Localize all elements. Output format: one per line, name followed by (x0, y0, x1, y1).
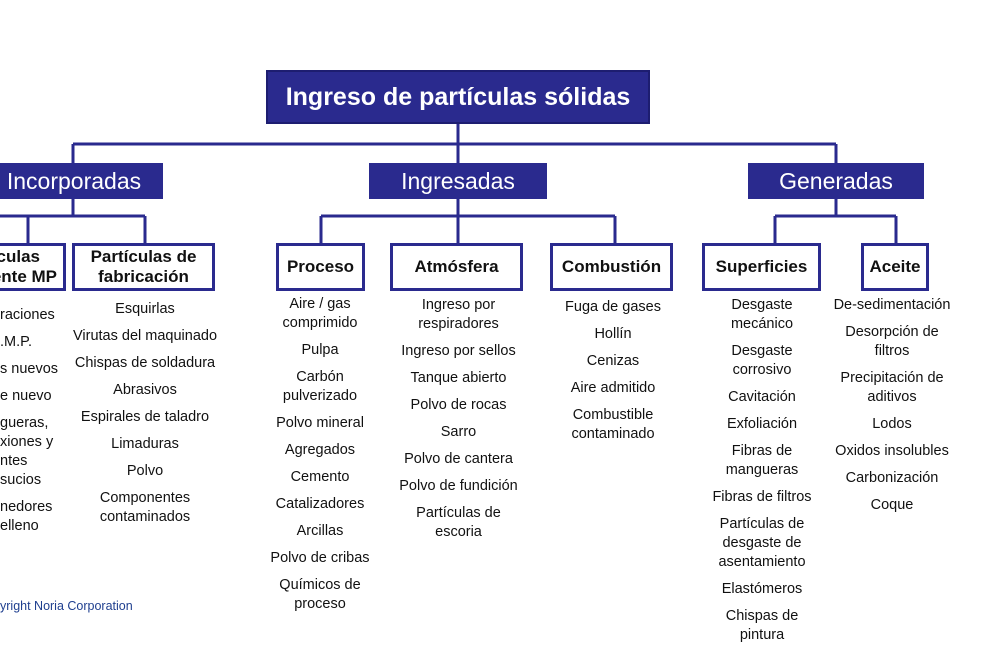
list-item: Espirales de taladro (80, 409, 210, 425)
category-incorporadas: Incorporadas (0, 163, 163, 199)
root-label: Ingreso de partículas sólidas (285, 83, 631, 111)
category-label: Generadas (779, 168, 893, 194)
list-item: Componentes contaminados (99, 490, 191, 525)
list-item: Ingreso por respiradores (418, 297, 499, 332)
category-label: Incorporadas (6, 168, 142, 194)
list-item: Agregados (284, 442, 356, 458)
list-item: Virutas del maquinado (72, 328, 218, 344)
list-item: Cemento (290, 469, 350, 485)
list-item: Precipitación de aditivos (840, 370, 944, 405)
category-generadas: Generadas (748, 163, 924, 199)
subcategory-box: Aceite (861, 243, 929, 291)
subcategory-label: Superficies (715, 257, 808, 276)
list-item: gueras, xiones y ntes sucios (0, 415, 54, 488)
list-item: Polvo de fundición (399, 478, 518, 494)
list-item: Coque (870, 497, 914, 513)
list-item: .M.P. (0, 334, 32, 350)
item-list-superficies: Desgaste mecánico Desgaste corrosivo Cav… (700, 296, 824, 653)
list-item: s nuevos (0, 361, 59, 377)
list-item: Aire admitido (570, 380, 656, 396)
list-item: Químicos de proceso (279, 577, 361, 612)
list-item: Partículas de desgaste de asentamiento (718, 516, 806, 570)
item-list-aceite: De-sedimentación Desorpción de filtros P… (830, 296, 954, 523)
subcategory-box: Atmósfera (390, 243, 523, 291)
list-item: Aire / gas comprimido (282, 296, 358, 331)
list-item: Tanque abierto (410, 370, 507, 386)
list-item: raciones (0, 307, 55, 323)
list-item: Catalizadores (275, 496, 365, 512)
item-list-materia-prima: raciones .M.P. s nuevos e nuevo gueras, … (0, 306, 72, 544)
list-item: Chispas de soldadura (74, 355, 216, 371)
list-item: Polvo de rocas (410, 397, 507, 413)
item-list-combustion: Fuga de gases Hollín Cenizas Aire admiti… (548, 298, 678, 452)
list-item: Desgaste corrosivo (731, 343, 793, 378)
list-item: Exfoliación (726, 416, 798, 432)
list-item: Esquirlas (115, 301, 175, 317)
list-item: nedores elleno (0, 499, 53, 534)
item-list-atmosfera: Ingreso por respiradores Ingreso por sel… (392, 296, 525, 550)
list-item: Polvo de cantera (404, 451, 513, 467)
list-item: Oxidos insolubles (835, 443, 949, 459)
subcategory-label: Proceso (286, 257, 355, 276)
list-item: Polvo (126, 463, 164, 479)
list-item: Polvo mineral (276, 415, 364, 431)
list-item: Desorpción de filtros (845, 324, 939, 359)
list-item: Carbón pulverizado (282, 369, 358, 404)
list-item: Fibras de filtros (712, 489, 812, 505)
category-ingresadas: Ingresadas (369, 163, 547, 199)
list-item: Chispas de pintura (725, 608, 799, 643)
copyright-notice: yright Noria Corporation (0, 599, 133, 613)
list-item: De-sedimentación (833, 297, 951, 313)
category-label: Ingresadas (401, 168, 515, 194)
list-item: Desgaste mecánico (730, 297, 794, 332)
list-item: e nuevo (0, 388, 52, 404)
subcategory-label: Atmósfera (414, 257, 499, 276)
list-item: Fibras de mangueras (725, 443, 799, 478)
list-item: Elastómeros (721, 581, 803, 597)
list-item: Cavitación (728, 389, 796, 405)
list-item: Polvo de cribas (270, 550, 370, 566)
list-item: Abrasivos (113, 382, 177, 398)
list-item: Arcillas (296, 523, 344, 539)
item-list-fabricacion: Esquirlas Virutas del maquinado Chispas … (70, 300, 220, 535)
subcategory-label: ículas ente MP (0, 247, 57, 286)
list-item: Lodos (872, 416, 912, 432)
subcategory-box: ículas ente MP (0, 243, 66, 291)
subcategory-box: Partículas de fabricación (72, 243, 215, 291)
list-item: Limaduras (111, 436, 179, 452)
root-node: Ingreso de partículas sólidas (266, 70, 650, 124)
subcategory-box: Superficies (702, 243, 821, 291)
list-item: Partículas de escoria (416, 505, 501, 540)
subcategory-box: Proceso (276, 243, 365, 291)
list-item: Combustible contaminado (571, 407, 655, 442)
list-item: Ingreso por sellos (401, 343, 516, 359)
list-item: Sarro (440, 424, 477, 440)
list-item: Fuga de gases (565, 299, 661, 315)
list-item: Hollín (594, 326, 632, 342)
list-item: Cenizas (586, 353, 640, 369)
subcategory-label: Aceite (869, 257, 921, 276)
list-item: Pulpa (301, 342, 339, 358)
subcategory-box: Combustión (550, 243, 673, 291)
item-list-proceso: Aire / gas comprimido Pulpa Carbón pulve… (255, 295, 385, 622)
list-item: Carbonización (845, 470, 939, 486)
subcategory-label: Combustión (561, 257, 662, 276)
subcategory-label: Partículas de fabricación (90, 247, 197, 286)
